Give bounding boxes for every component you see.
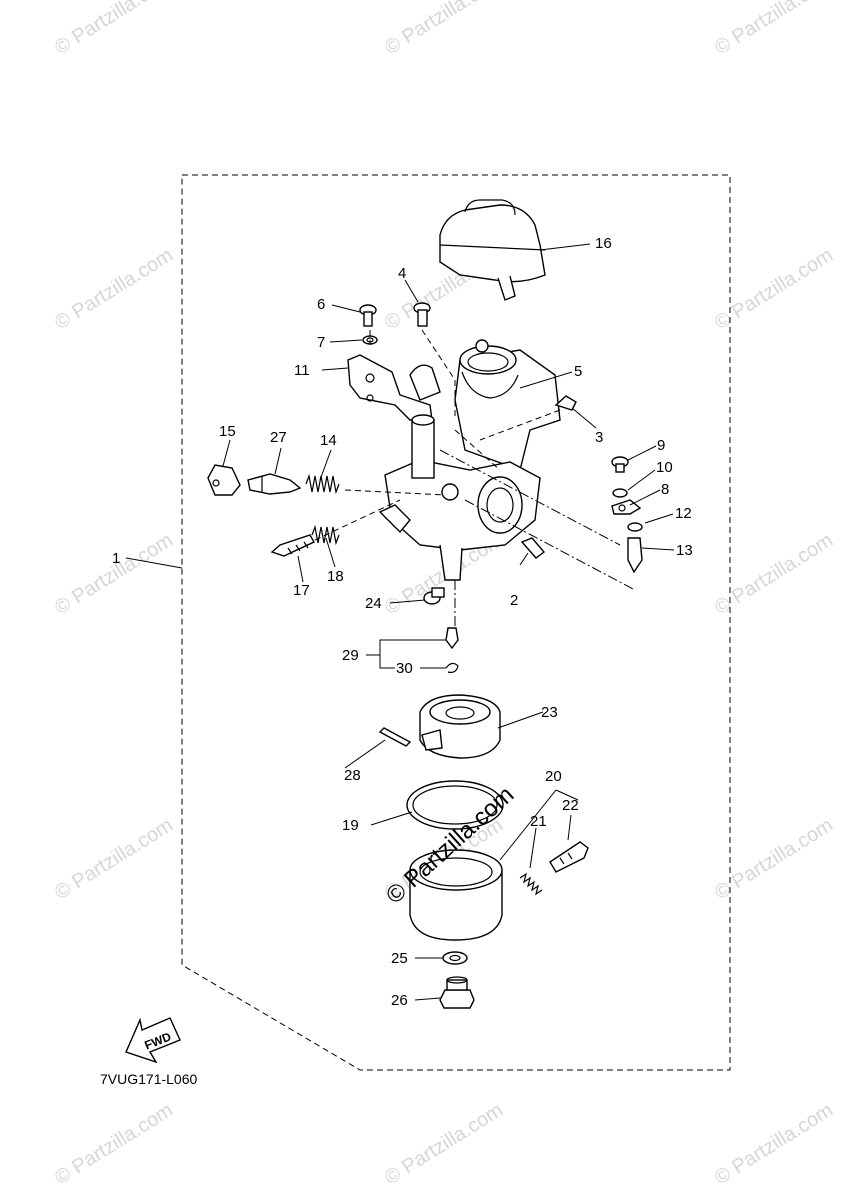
- fwd-arrow-icon: FWD: [125, 1017, 181, 1064]
- part-24-screw[interactable]: [423, 587, 445, 605]
- part-21-spring[interactable]: [519, 872, 543, 896]
- callout-13[interactable]: 13: [676, 542, 693, 559]
- watermark-tile: © Partzilla.com: [51, 814, 177, 904]
- part-29-needle-valve[interactable]: [445, 627, 459, 650]
- callout-18[interactable]: 18: [327, 568, 344, 585]
- part-28-float-pin[interactable]: [378, 727, 412, 747]
- callout-30[interactable]: 30: [396, 660, 413, 677]
- part-25-washer[interactable]: [442, 951, 468, 965]
- callout-7[interactable]: 7: [317, 334, 325, 351]
- callout-23[interactable]: 23: [541, 704, 558, 721]
- watermark-tile: © Partzilla.com: [381, 1099, 507, 1189]
- part-4-screw[interactable]: [413, 302, 431, 327]
- part-3-screw[interactable]: [554, 395, 577, 411]
- part-5-upper-body[interactable]: [454, 339, 561, 471]
- part-15-knob[interactable]: [207, 464, 241, 496]
- callout-11[interactable]: 11: [294, 362, 310, 379]
- callout-2[interactable]: 2: [510, 592, 518, 609]
- callout-4[interactable]: 4: [398, 265, 406, 282]
- callout-28[interactable]: 28: [344, 767, 361, 784]
- callout-17[interactable]: 17: [293, 582, 310, 599]
- part-12-o-ring[interactable]: [627, 522, 643, 532]
- part-17-screw[interactable]: [270, 534, 315, 557]
- diagram-reference-code: 7VUG171-L060: [100, 1071, 198, 1087]
- callout-25[interactable]: 25: [391, 950, 408, 967]
- assembly-boundary: [181, 174, 731, 1071]
- callout-3[interactable]: 3: [595, 429, 603, 446]
- watermark-tile: © Partzilla.com: [711, 0, 837, 59]
- callout-6[interactable]: 6: [317, 296, 325, 313]
- callout-8[interactable]: 8: [661, 481, 669, 498]
- part-26-drain-bolt[interactable]: [439, 976, 475, 1009]
- watermark-tile: © Partzilla.com: [51, 0, 177, 59]
- part-11-bracket[interactable]: [347, 354, 441, 421]
- callout-5[interactable]: 5: [574, 363, 582, 380]
- callout-10[interactable]: 10: [656, 459, 673, 476]
- part-13-nozzle[interactable]: [627, 537, 643, 574]
- callout-12[interactable]: 12: [675, 505, 692, 522]
- watermark-tile: © Partzilla.com: [711, 1099, 837, 1189]
- callout-27[interactable]: 27: [270, 429, 287, 446]
- part-22-drain-screw[interactable]: [549, 841, 589, 873]
- callout-14[interactable]: 14: [320, 432, 337, 449]
- part-19-gasket[interactable]: [406, 780, 504, 830]
- callout-22[interactable]: 22: [562, 797, 579, 814]
- assembly-lines: [314, 329, 636, 628]
- callout-9[interactable]: 9: [657, 437, 665, 454]
- carburetor-main-body[interactable]: [378, 414, 541, 581]
- watermark-tile: © Partzilla.com: [51, 529, 177, 619]
- callout-20[interactable]: 20: [545, 768, 562, 785]
- leader-lines: [125, 243, 675, 1001]
- part-23-float[interactable]: [419, 694, 501, 759]
- callout-21[interactable]: 21: [530, 813, 547, 830]
- part-30-clip[interactable]: [445, 662, 459, 673]
- callout-24[interactable]: 24: [365, 595, 382, 612]
- callout-16[interactable]: 16: [595, 235, 612, 252]
- part-27-pilot-screw[interactable]: [247, 473, 302, 495]
- watermark-tile: © Partzilla.com: [381, 0, 507, 59]
- callout-1[interactable]: 1: [112, 550, 120, 567]
- callout-labels: 1 2 3 4 5 6 7 8 9 10 11 12 13 14 15 16 1…: [112, 235, 693, 1009]
- watermark-tile: © Partzilla.com: [51, 1099, 177, 1189]
- watermark-tile: © Partzilla.com: [51, 244, 177, 334]
- part-16-cover[interactable]: [439, 199, 546, 301]
- callout-19[interactable]: 19: [342, 817, 359, 834]
- part-20-float-bowl[interactable]: [409, 849, 503, 941]
- callout-26[interactable]: 26: [391, 992, 408, 1009]
- callout-29[interactable]: 29: [342, 647, 359, 664]
- callout-15[interactable]: 15: [219, 423, 236, 440]
- part-6-screw[interactable]: [359, 304, 377, 327]
- part-2-screw[interactable]: [520, 537, 546, 559]
- part-14-spring[interactable]: [305, 473, 340, 495]
- part-9-screw[interactable]: [611, 456, 629, 473]
- part-10-washer[interactable]: [612, 488, 628, 498]
